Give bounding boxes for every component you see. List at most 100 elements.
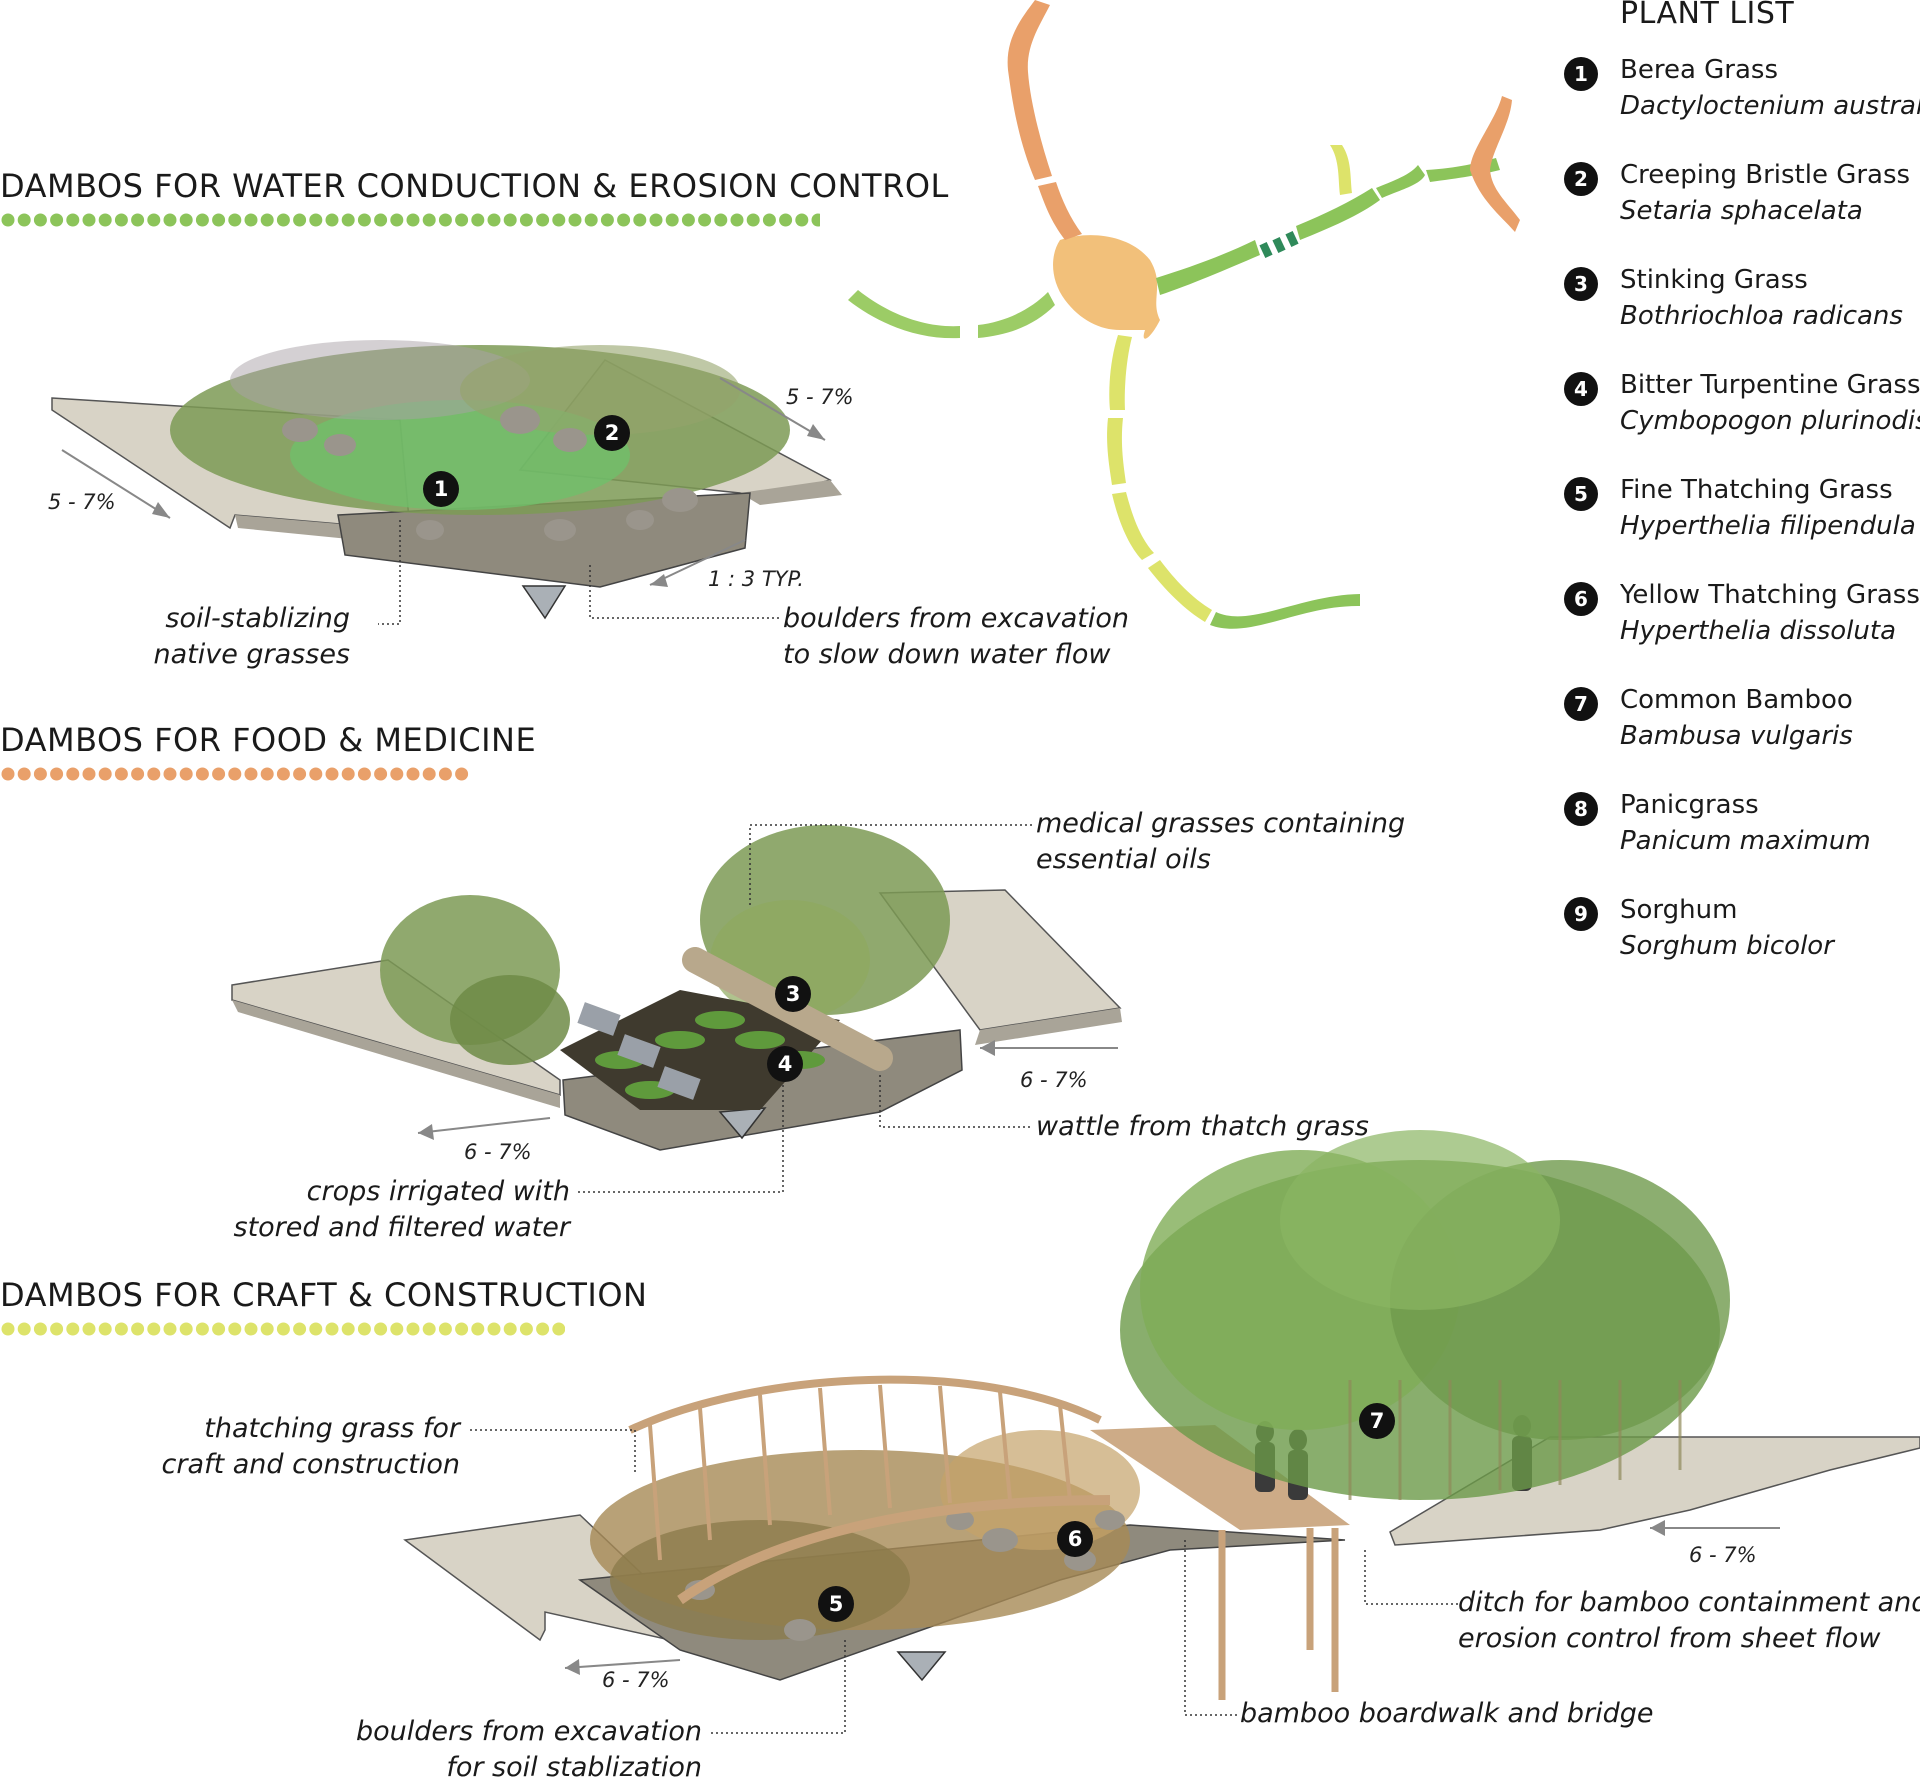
divider-dot — [163, 767, 177, 781]
divider-dot — [357, 767, 371, 781]
divider-dot — [1, 213, 15, 227]
divider-dot — [17, 767, 31, 781]
stepping-stones — [577, 1002, 701, 1100]
divider-dot — [503, 213, 517, 227]
divider-dot — [438, 213, 452, 227]
divider-dot — [681, 213, 695, 227]
network-branch-ne — [1470, 96, 1520, 232]
network-branch-e — [1156, 240, 1260, 295]
plant-common-name: Bitter Turpentine Grass — [1620, 370, 1920, 400]
slope-label-bank: 1 : 3 TYP. — [708, 567, 804, 591]
divider-dot — [260, 767, 274, 781]
divider-dot — [131, 767, 145, 781]
divider-dot — [357, 213, 371, 227]
plant-common-name: Yellow Thatching Grass — [1620, 580, 1920, 610]
crops — [595, 1011, 825, 1099]
network-branch-s — [1109, 335, 1132, 410]
divider-dot — [455, 1322, 469, 1336]
section-divider-food — [1, 767, 469, 781]
divider-dot — [471, 1322, 485, 1336]
plant-scientific-name: Hyperthelia dissoluta — [1620, 616, 1896, 646]
divider-dot — [82, 1322, 96, 1336]
plant-scientific-name: Setaria sphacelata — [1620, 196, 1863, 226]
label-boulders-soil: boulders from excavation for soil stabli… — [355, 1716, 702, 1783]
divider-dot — [730, 213, 744, 227]
ditch — [521, 585, 567, 620]
divider-dot — [422, 213, 436, 227]
divider-dot — [195, 1322, 209, 1336]
plant-number-badge: 1 — [1564, 57, 1598, 91]
slope-label-right: 5 - 7% — [786, 385, 854, 409]
divider-dot — [471, 213, 485, 227]
divider-dot — [374, 1322, 388, 1336]
divider-dot — [1, 767, 15, 781]
plant-common-name: Common Bamboo — [1620, 685, 1853, 715]
divider-dot — [228, 767, 242, 781]
divider-dot — [50, 1322, 64, 1336]
marker-5: 5 — [818, 1586, 854, 1622]
divider-dot — [422, 767, 436, 781]
divider-dot — [66, 767, 80, 781]
ditch — [896, 1651, 947, 1682]
plant-number-badge: 8 — [1564, 792, 1598, 826]
divider-dot — [244, 213, 258, 227]
divider-dot — [131, 213, 145, 227]
divider-dot — [66, 213, 80, 227]
label-wattle: wattle from thatch grass — [1036, 1111, 1369, 1142]
divider-dot — [114, 767, 128, 781]
divider-dot — [244, 1322, 258, 1336]
divider-dot — [438, 1322, 452, 1336]
divider-dot — [293, 767, 307, 781]
divider-dot — [33, 767, 47, 781]
divider-dot — [17, 1322, 31, 1336]
divider-dot — [617, 213, 631, 227]
divider-dot — [811, 213, 820, 227]
divider-dot — [147, 213, 161, 227]
plant-scientific-name: Hyperthelia filipendula — [1620, 511, 1916, 541]
plant-scientific-name: Bambusa vulgaris — [1620, 721, 1853, 751]
divider-dot — [212, 213, 226, 227]
divider-dot — [519, 213, 533, 227]
divider-dot — [762, 213, 776, 227]
divider-dot — [163, 1322, 177, 1336]
slope-label-left: 6 - 7% — [602, 1668, 670, 1692]
bridge-arch — [628, 1375, 1102, 1434]
label-boardwalk: bamboo boardwalk and bridge — [1240, 1698, 1654, 1729]
bamboo-culms — [1348, 1380, 1682, 1500]
divider-dot — [503, 1322, 517, 1336]
divider-dot — [33, 213, 47, 227]
slope-label-right: 6 - 7% — [1020, 1068, 1088, 1092]
divider-dot — [584, 213, 598, 227]
divider-dot — [374, 767, 388, 781]
divider-dot — [98, 767, 112, 781]
divider-dot — [50, 213, 64, 227]
divider-dot — [600, 213, 614, 227]
divider-dot — [17, 213, 31, 227]
divider-dot — [98, 1322, 112, 1336]
plant-common-name: Sorghum — [1620, 895, 1738, 925]
marker-2: 2 — [594, 415, 630, 451]
divider-dot — [260, 213, 274, 227]
label-thatching-grass: thatching grass for craft and constructi… — [161, 1413, 460, 1480]
divider-dot — [341, 1322, 355, 1336]
divider-dot — [487, 213, 501, 227]
divider-dot — [374, 213, 388, 227]
plant-common-name: Panicgrass — [1620, 790, 1759, 820]
divider-dot — [438, 767, 452, 781]
marker-6: 6 — [1057, 1521, 1093, 1557]
plant-list-title: PLANT LIST — [1620, 0, 1795, 31]
plant-number-badge: 7 — [1564, 687, 1598, 721]
divider-dot — [1, 1322, 15, 1336]
divider-dot — [341, 213, 355, 227]
divider-dot — [293, 1322, 307, 1336]
divider-dot — [455, 213, 469, 227]
plant-scientific-name: Sorghum bicolor — [1620, 931, 1834, 961]
divider-dot — [487, 1322, 501, 1336]
marker-7: 7 — [1359, 1403, 1395, 1439]
slope-label-left: 6 - 7% — [464, 1140, 532, 1164]
label-soil-grasses: soil-stablizing native grasses — [153, 603, 350, 670]
marker-4: 4 — [767, 1046, 803, 1082]
section-title-water: DAMBOS FOR WATER CONDUCTION & EROSION CO… — [0, 167, 949, 205]
